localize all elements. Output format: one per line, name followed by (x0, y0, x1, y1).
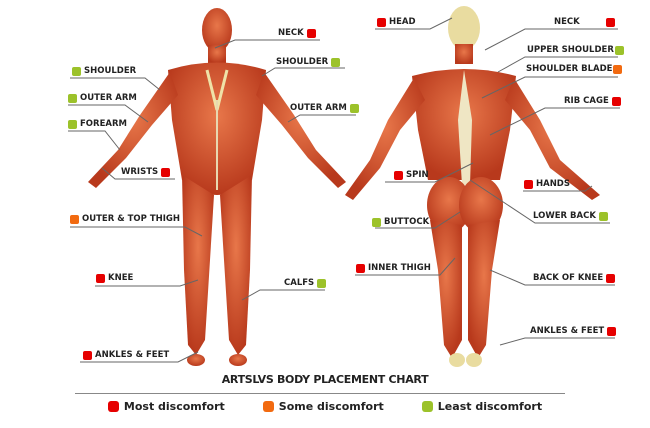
label-text: NECK (278, 28, 304, 38)
label-back-hands: HANDS (524, 179, 570, 189)
label-front-outer-arm-right: OUTER ARM (290, 103, 359, 113)
legend-label: Most discomfort (123, 400, 225, 413)
label-front-wrists: WRISTS (121, 167, 171, 177)
marker-most (306, 28, 316, 38)
legend-least: Least discomfort (421, 400, 543, 413)
label-back-back-of-knee: BACK OF KNEE (533, 273, 616, 283)
label-front-calfs: CALFS (284, 278, 327, 288)
label-text: BUTTOCK (384, 217, 430, 227)
marker-some (262, 401, 274, 412)
label-text: SHOULDER (84, 66, 137, 76)
marker-least (331, 57, 341, 67)
marker-least (598, 211, 608, 221)
label-back-buttock: BUTTOCK (372, 217, 429, 227)
label-text: NECK (554, 17, 580, 27)
label-text: SHOULDER (276, 57, 329, 67)
label-front-shoulder-left: SHOULDER (72, 66, 136, 76)
marker-most (107, 401, 119, 412)
marker-most (356, 263, 365, 273)
chart-title: ARTSLVS BODY PLACEMENT CHART (221, 373, 429, 386)
marker-some (613, 64, 623, 74)
marker-least (349, 103, 359, 113)
marker-least (68, 93, 77, 103)
label-text: CALFS (284, 278, 315, 288)
marker-most (394, 170, 403, 180)
marker-most (524, 179, 533, 189)
label-text: RIB CAGE (564, 96, 609, 106)
divider (75, 393, 565, 394)
label-front-outer-top-thigh: OUTER & TOP THIGH (70, 214, 180, 224)
legend: Most discomfort Some discomfort Least di… (0, 400, 650, 413)
label-text: BACK OF KNEE (533, 273, 604, 283)
leader-lines (68, 17, 620, 363)
label-text: WRISTS (121, 167, 159, 177)
marker-most (605, 17, 615, 27)
legend-most: Most discomfort (107, 400, 225, 413)
label-text: KNEE (108, 273, 134, 283)
label-text: OUTER ARM (290, 103, 347, 113)
marker-most (83, 350, 92, 360)
marker-some (70, 214, 79, 224)
marker-least (68, 119, 77, 129)
label-back-head: HEAD (377, 17, 416, 27)
label-back-rib-cage: RIB CAGE (564, 96, 621, 106)
label-text: SPIN (406, 170, 429, 180)
front-body-figure (88, 8, 346, 366)
label-front-forearm: FOREARM (68, 119, 127, 129)
label-text: HANDS (536, 179, 570, 189)
label-front-knee: KNEE (96, 273, 133, 283)
label-front-shoulder-right: SHOULDER (276, 57, 341, 67)
label-text: HEAD (389, 17, 416, 27)
label-text: LOWER BACK (533, 211, 596, 221)
legend-label: Some discomfort (278, 400, 384, 413)
label-back-spin: SPIN (394, 170, 429, 180)
label-text: SHOULDER BLADE (526, 64, 613, 74)
marker-least (372, 217, 381, 227)
label-text: ANKLES & FEET (95, 350, 170, 360)
label-text: OUTER & TOP THIGH (82, 214, 180, 224)
label-back-ankles-feet: ANKLES & FEET (530, 326, 617, 336)
marker-most (161, 167, 171, 177)
marker-most (377, 17, 386, 27)
marker-most (96, 273, 105, 283)
label-text: FOREARM (80, 119, 127, 129)
marker-least (421, 401, 433, 412)
legend-label: Least discomfort (437, 400, 543, 413)
label-back-shoulder-blade: SHOULDER BLADE (526, 64, 623, 74)
marker-least (72, 66, 81, 76)
label-text: UPPER SHOULDER (527, 45, 614, 55)
label-back-lower-back: LOWER BACK (533, 211, 608, 221)
label-back-neck: NECK (554, 17, 615, 27)
label-text: INNER THIGH (368, 263, 431, 273)
label-text: OUTER ARM (80, 93, 137, 103)
label-front-outer-arm-left: OUTER ARM (68, 93, 137, 103)
marker-most (611, 96, 621, 106)
marker-most (606, 273, 616, 283)
legend-some: Some discomfort (262, 400, 384, 413)
back-body-figure (345, 6, 600, 367)
marker-most (607, 326, 617, 336)
marker-least (317, 278, 327, 288)
marker-least (614, 45, 624, 55)
label-text: ANKLES & FEET (530, 326, 605, 336)
label-front-neck: NECK (278, 28, 316, 38)
label-back-inner-thigh: INNER THIGH (356, 263, 431, 273)
label-front-ankles-feet: ANKLES & FEET (83, 350, 169, 360)
label-back-upper-shoulder: UPPER SHOULDER (527, 45, 624, 55)
